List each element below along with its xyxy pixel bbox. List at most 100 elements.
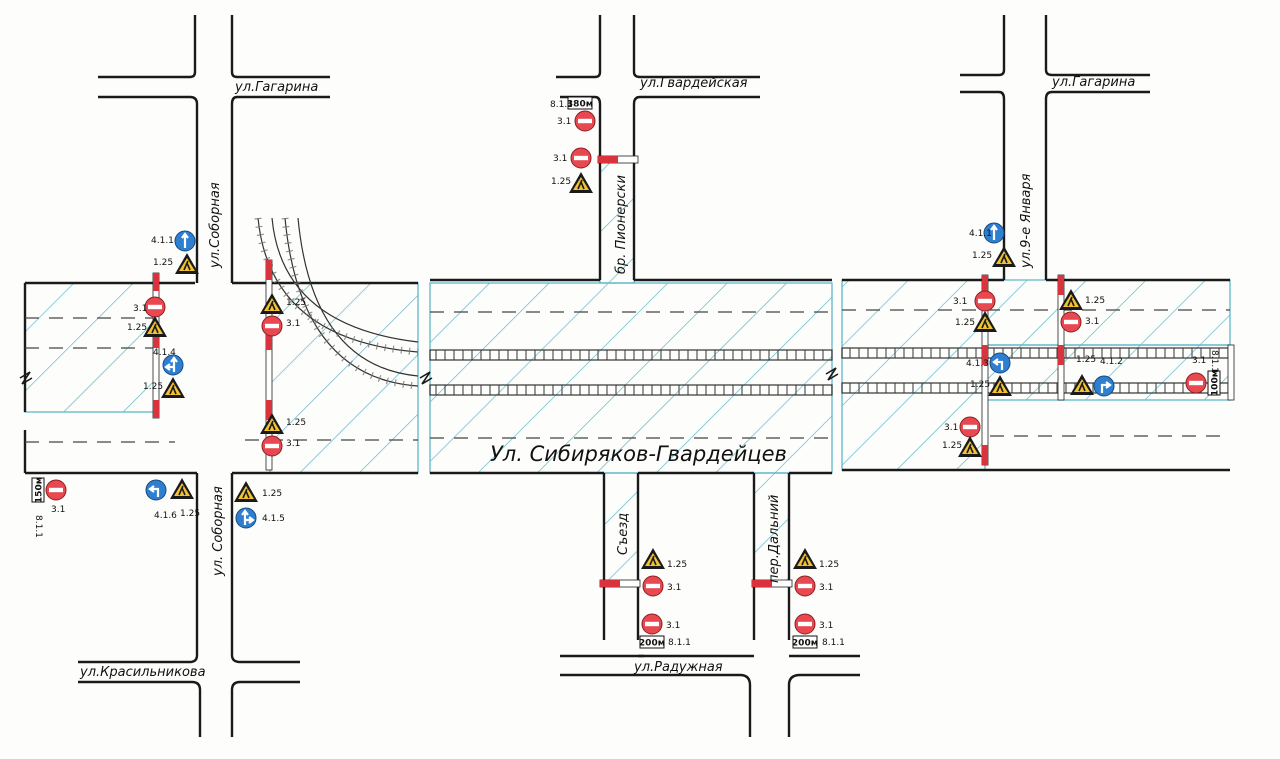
sign-code-label: 8.1.1 (668, 638, 691, 648)
sign-code-label: 4.1.2 (1100, 357, 1123, 367)
break-marks (19, 367, 839, 385)
sign-code-label: 1.25 (127, 323, 147, 333)
no-entry-sign: 3.1 (944, 416, 981, 438)
street-name-yanvarya: ул.9-е Января (1019, 173, 1034, 269)
sign-code-label: 1.25 (180, 509, 200, 519)
sign-code-label: 1.25 (153, 258, 173, 268)
street-labels: Ул. Сибиряков-Гвардейцев ул.Гагарина ул.… (79, 75, 1135, 680)
sign-code-label: 4.1.3 (966, 359, 989, 369)
sign-code-label: 1.25 (143, 382, 163, 392)
no-entry-sign: 3.1 (261, 315, 300, 337)
roadworks-sign: 1.25 (641, 548, 687, 570)
roadworks-sign: 1.25 (127, 316, 167, 337)
street-name-pionersky: бр. Пионерски (614, 175, 629, 274)
distance-plate-text: 380м (567, 100, 593, 110)
roadworks-sign: 1.25 (942, 436, 982, 457)
code-group: 8.1.1 (1209, 350, 1219, 373)
sign-code-label: 3.1 (133, 304, 147, 314)
no-entry-sign: 3.1 (45, 479, 67, 515)
code-group: 8.1.1 (668, 638, 691, 648)
street-name-sezd: Съезд (616, 513, 631, 555)
roadworks-sign: 1.25 (1059, 289, 1105, 310)
code-group: 8.1.1 (822, 638, 845, 648)
sign-code-label: 4.1.1 (969, 229, 992, 239)
sign-code-label: 4.1.6 (154, 511, 177, 521)
mandatory-direction-sign: 4.1.3 (966, 352, 1011, 374)
no-entry-sign: 3.1 (553, 147, 592, 169)
sign-code-label: 4.1.5 (262, 514, 285, 524)
barrier (1227, 344, 1235, 401)
mandatory-direction-sign: 4.1.2 (1093, 357, 1123, 397)
sign-code-label: 1.25 (262, 489, 282, 499)
sign-code-label: 1.25 (286, 298, 306, 308)
sign-code-label: 3.1 (666, 621, 680, 631)
roadworks-sign: 1.25 (143, 377, 185, 398)
no-entry-sign: 3.1 (557, 110, 596, 132)
no-entry-sign: 3.1 (133, 296, 166, 318)
distance-plate-text: 100м (1211, 370, 1221, 396)
no-entry-sign: 3.1 (642, 575, 681, 597)
sign-code-label: 1.25 (551, 177, 571, 187)
sign-code-label: 3.1 (944, 423, 958, 433)
no-entry-sign: 3.1 (1185, 356, 1207, 394)
sign-code-label: 4.1.1 (151, 236, 174, 246)
no-entry-sign: 3.1 (261, 435, 300, 457)
tram-tracks (254, 217, 1231, 396)
mandatory-direction-sign: 4.1.1 (151, 230, 196, 252)
sign-code-label: 1.25 (970, 380, 990, 390)
distance-plate-text: 200м (792, 639, 818, 649)
distance-plate: 200м (792, 635, 818, 649)
mandatory-direction-sign: 4.1.6 (145, 479, 177, 521)
distance-plate: 380м (567, 96, 593, 110)
sign-code-label: 1.25 (972, 251, 992, 261)
sign-code-label: 8.1.1 (550, 100, 573, 110)
street-name-dalny: пер.Дальний (767, 495, 782, 583)
roadworks-sign: 1.25 (153, 253, 199, 274)
no-entry-sign: 3.1 (794, 575, 833, 597)
mandatory-direction-sign: 4.1.1 (969, 222, 1005, 244)
sign-code-label: 1.25 (819, 560, 839, 570)
no-entry-sign: 3.1 (641, 613, 680, 635)
sign-code-label: 1.25 (1085, 296, 1105, 306)
sign-code-label: 3.1 (51, 505, 65, 515)
sign-code-label: 1.25 (667, 560, 687, 570)
sign-code-label: 1.25 (1076, 355, 1096, 365)
street-name-gvardeyskaya: ул.Гвардейская (639, 76, 748, 91)
roadworks-sign: 1.25 (1070, 355, 1096, 395)
distance-plate-text: 150м (35, 477, 45, 503)
street-name-krasilnikova: ул.Красильникова (79, 665, 206, 680)
street-name-raduzhnaya: ул.Радужная (633, 660, 723, 675)
sign-code-label: 4.1.4 (153, 348, 176, 358)
no-entry-sign: 3.1 (1060, 311, 1099, 333)
sign-code-label: 1.25 (955, 318, 975, 328)
sign-code-label: 3.1 (819, 583, 833, 593)
roadworks-sign: 1.25 (972, 246, 1016, 267)
roadworks-sign: 1.25 (260, 413, 306, 434)
sign-code-label: 1.25 (942, 441, 962, 451)
distance-plate: 100м (1207, 370, 1221, 396)
sign-code-label: 3.1 (557, 117, 571, 127)
street-name-gagarina-right: ул.Гагарина (1051, 75, 1135, 90)
sign-code-label: 8.1.1 (822, 638, 845, 648)
sign-code-label: 3.1 (1192, 356, 1206, 366)
sign-code-label: 8.1.1 (33, 515, 43, 538)
roadworks-sign: 1.25 (970, 375, 1012, 396)
distance-plate: 150м (31, 477, 45, 503)
code-group: 8.1.1 (33, 515, 43, 538)
roadworks-sign: 1.25 (260, 293, 306, 314)
sign-code-label: 3.1 (1085, 317, 1099, 327)
no-entry-sign: 3.1 (794, 613, 833, 635)
code-group: 8.1.1 (550, 100, 573, 110)
no-entry-sign: 3.1 (953, 290, 996, 312)
mandatory-direction-sign: 4.1.5 (235, 507, 285, 529)
distance-plate: 200м (639, 635, 665, 649)
zone-left (24, 282, 158, 413)
sign-code-label: 3.1 (953, 297, 967, 307)
roadworks-sign: 1.25 (955, 311, 997, 332)
barriers (152, 155, 1235, 588)
sign-code-label: 3.1 (286, 319, 300, 329)
street-name-gagarina-left: ул.Гагарина (234, 80, 318, 95)
street-name-sobornaya-bottom: ул. Соборная (211, 486, 226, 577)
